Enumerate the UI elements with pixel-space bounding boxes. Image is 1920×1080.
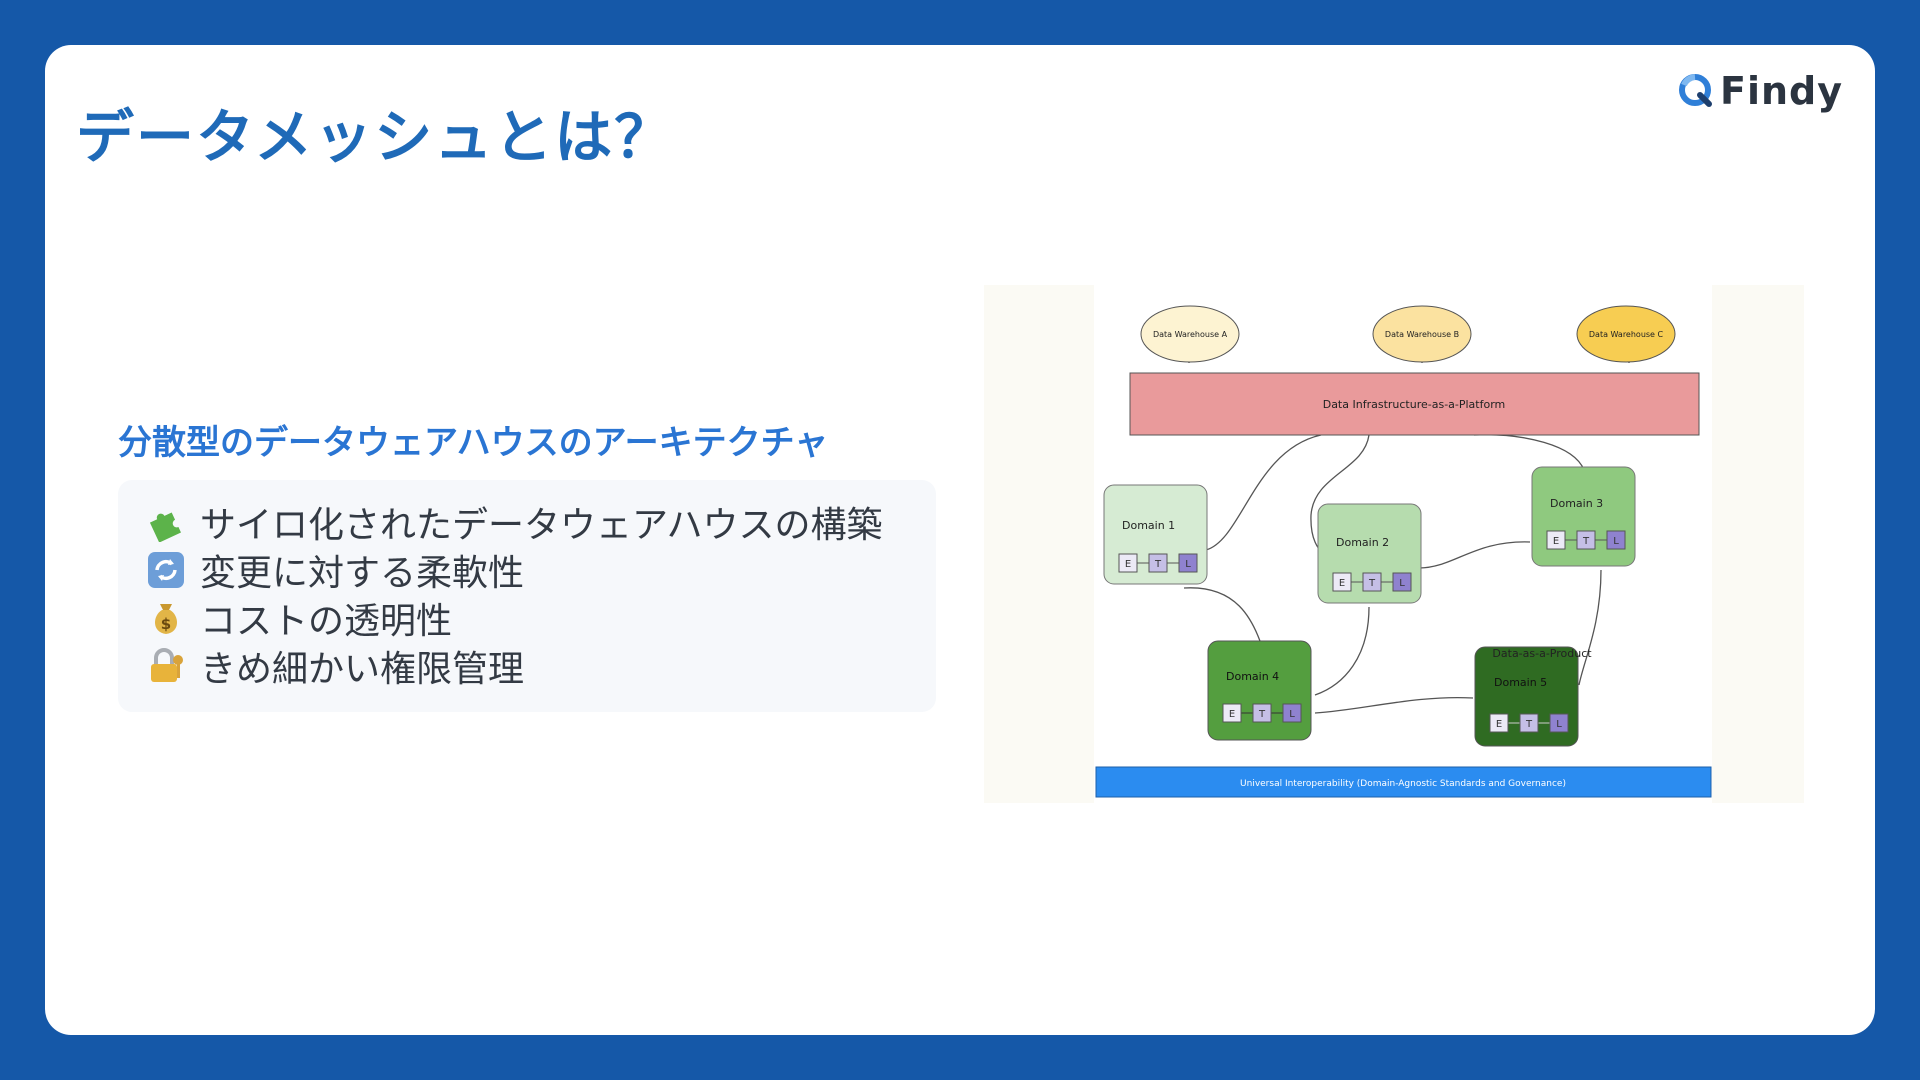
interoperability-bar: Universal Interoperability (Domain-Agnos… <box>1095 766 1712 798</box>
data-warehouse-c: Data Warehouse C <box>1576 305 1676 363</box>
lock-key-icon <box>151 648 183 682</box>
etl-transform: T <box>1525 719 1533 730</box>
data-warehouse-b: Data Warehouse B <box>1372 305 1472 363</box>
platform-bar: Data Infrastructure-as-a-Platform <box>1129 372 1700 436</box>
etl-load: L <box>1613 536 1619 547</box>
etl-extract: E <box>1229 709 1235 720</box>
domain-4: Domain 4 E T L <box>1207 640 1312 741</box>
etl-extract: E <box>1125 559 1131 570</box>
list-item-text: 変更に対する柔軟性 <box>200 553 525 594</box>
list-item: 変更に対する柔軟性 <box>146 546 936 594</box>
findy-logo-icon <box>1678 74 1712 107</box>
domain-5: Domain 5 E T L <box>1474 646 1579 747</box>
list-item-text: コストの透明性 <box>200 601 453 642</box>
list-item-text: きめ細かい権限管理 <box>200 649 525 690</box>
brand-logo: Findy <box>1678 69 1843 113</box>
warehouse-label: Data Warehouse C <box>1589 330 1664 339</box>
domain-1: Domain 1 E T L <box>1103 484 1208 585</box>
platform-label: Data Infrastructure-as-a-Platform <box>1323 398 1506 411</box>
puzzle-icon <box>149 512 181 542</box>
interoperability-label: Universal Interoperability (Domain-Agnos… <box>1240 779 1566 789</box>
architecture-diagram: Data Warehouse A Data Warehouse B Data W… <box>984 285 1804 803</box>
money-bag-icon: $ <box>154 604 178 634</box>
warehouse-label: Data Warehouse B <box>1385 330 1459 339</box>
domain-3: Domain 3 E T L <box>1531 466 1636 567</box>
warehouse-label: Data Warehouse A <box>1153 330 1228 339</box>
domain-label: Domain 5 <box>1494 676 1547 689</box>
list-item: $ コストの透明性 <box>146 594 936 642</box>
page-title: データメッシュとは？ <box>76 103 675 171</box>
list-item-text: サイロ化されたデータウェアハウスの構築 <box>200 505 883 546</box>
slide: データメッシュとは？ Findy 分散型のデータウェアハウスのアーキテクチャ サ… <box>45 45 1875 1035</box>
etl-transform: T <box>1154 559 1162 570</box>
etl-load: L <box>1399 578 1405 589</box>
etl-transform: T <box>1368 578 1376 589</box>
etl-transform: T <box>1582 536 1590 547</box>
list-item: きめ細かい権限管理 <box>146 642 936 690</box>
etl-extract: E <box>1496 719 1502 730</box>
data-as-a-product-label: Data-as-a-Product <box>1492 647 1592 660</box>
architecture-diagram-svg: Data Warehouse A Data Warehouse B Data W… <box>1094 285 1712 803</box>
domain-2: Domain 2 E T L <box>1317 503 1422 604</box>
domain-label: Domain 2 <box>1336 536 1389 549</box>
list-item: サイロ化されたデータウェアハウスの構築 <box>146 498 936 546</box>
etl-transform: T <box>1258 709 1266 720</box>
svg-text:$: $ <box>161 615 171 633</box>
domain-label: Domain 3 <box>1550 497 1603 510</box>
data-warehouse-a: Data Warehouse A <box>1140 305 1240 363</box>
domain-label: Domain 1 <box>1122 519 1175 532</box>
etl-load: L <box>1185 559 1191 570</box>
feature-list: サイロ化されたデータウェアハウスの構築 変更に対する柔軟性 $ コストの透明性 <box>118 480 936 712</box>
etl-extract: E <box>1339 578 1345 589</box>
brand-name: Findy <box>1719 69 1843 113</box>
etl-extract: E <box>1553 536 1559 547</box>
refresh-icon <box>148 552 184 588</box>
section-subtitle: 分散型のデータウェアハウスのアーキテクチャ <box>118 423 829 463</box>
etl-load: L <box>1289 709 1295 720</box>
domain-label: Domain 4 <box>1226 670 1279 683</box>
etl-load: L <box>1556 719 1562 730</box>
